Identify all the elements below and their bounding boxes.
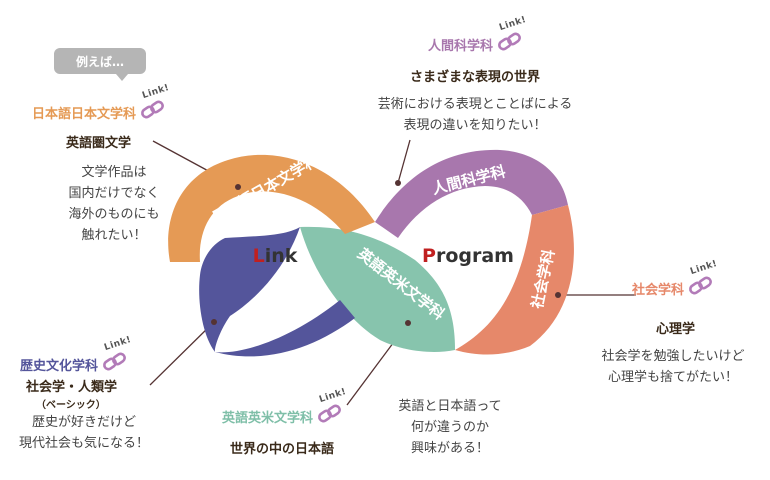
quote-line: 社会学を勉強したいけど (601, 349, 745, 364)
connector-dot (405, 320, 411, 326)
block-history: 歴史文化学科 Link! (20, 335, 133, 374)
band-history-b (215, 300, 355, 357)
dept-name-english: 英語英米文学科 (222, 411, 314, 426)
quote-line: 触れたい！ (81, 228, 147, 243)
quote-line: 海外のものにも (68, 207, 160, 222)
connector-dot (555, 292, 561, 298)
quote-line: 文学作品は (81, 165, 147, 180)
callout-bubble: 例えば… (54, 48, 146, 81)
dept-heading: 人間科学科 Link! (428, 15, 528, 54)
center-label-program: Program (422, 245, 514, 267)
quote-line: 芸術における表現とことばによる (377, 97, 573, 112)
link-icon: Link! (497, 15, 528, 54)
dept-name-japanese: 日本語日本文学科 (32, 107, 137, 122)
band-english (300, 226, 455, 352)
dept-heading: 歴史文化学科 Link! (20, 335, 133, 374)
quote-english: 英語と日本語って 何が違うのか 興味がある！ (380, 396, 520, 459)
center-label-link: Link (253, 245, 298, 267)
subject-english: 世界の中の日本語 (230, 442, 335, 457)
quote-line: 英語と日本語って (398, 399, 502, 414)
quote-sociology: 社会学を勉強したいけど 心理学も捨てがたい！ (580, 346, 766, 388)
connector-dot (211, 319, 217, 325)
quote-line: 表現の違いを知りたい！ (403, 118, 547, 133)
quote-line: 何が違うのか (410, 420, 489, 435)
connector-dot (235, 184, 241, 190)
subject-sociology: 心理学 (656, 322, 696, 337)
quote-line: 国内だけでなく (68, 186, 160, 201)
quote-history: 歴史が好きだけど 現代社会も気になる！ (4, 412, 164, 454)
block-sociology: 社会学科 Link! (632, 259, 719, 298)
quote-line: 歴史が好きだけど (31, 415, 136, 430)
block-japanese: 日本語日本文学科 Link! (32, 83, 171, 122)
dept-name-history: 歴史文化学科 (20, 359, 99, 374)
quote-line: 心理学も捨てがたい！ (607, 370, 738, 385)
link-icon: Link! (102, 335, 133, 374)
link-icon: Link! (317, 387, 348, 426)
band-history-a (199, 227, 300, 352)
quote-japanese: 文学作品は 国内だけでなく 海外のものにも 触れたい！ (24, 162, 204, 246)
subject-japanese: 英語圏文学 (66, 136, 132, 151)
band-humanities (375, 149, 568, 238)
dept-heading: 英語英米文学科 Link! (222, 387, 348, 426)
subject-history: 社会学・人類学 (26, 380, 118, 395)
quote-line: 興味がある！ (410, 441, 489, 456)
block-english: 英語英米文学科 Link! (222, 387, 348, 426)
link-icon: Link! (688, 259, 719, 298)
subject-note-history: （ベーシック） (36, 400, 106, 411)
quote-line: 現代社会も気になる！ (18, 436, 149, 451)
band-japanese (168, 154, 375, 262)
connector-humanities (397, 139, 411, 184)
connector-history (149, 321, 215, 386)
subject-humanities: さまざまな表現の世界 (410, 70, 541, 85)
block-humanities: 人間科学科 Link! (428, 15, 528, 54)
connector-dot (395, 180, 401, 186)
dept-name-humanities: 人間科学科 (428, 39, 494, 54)
quote-humanities: 芸術における表現とことばによる 表現の違いを知りたい！ (350, 94, 600, 136)
link-icon: Link! (140, 83, 171, 122)
dept-heading: 日本語日本文学科 Link! (32, 83, 171, 122)
dept-heading: 社会学科 Link! (632, 259, 719, 298)
dept-name-sociology: 社会学科 (632, 283, 685, 298)
band-sociology (455, 205, 574, 355)
